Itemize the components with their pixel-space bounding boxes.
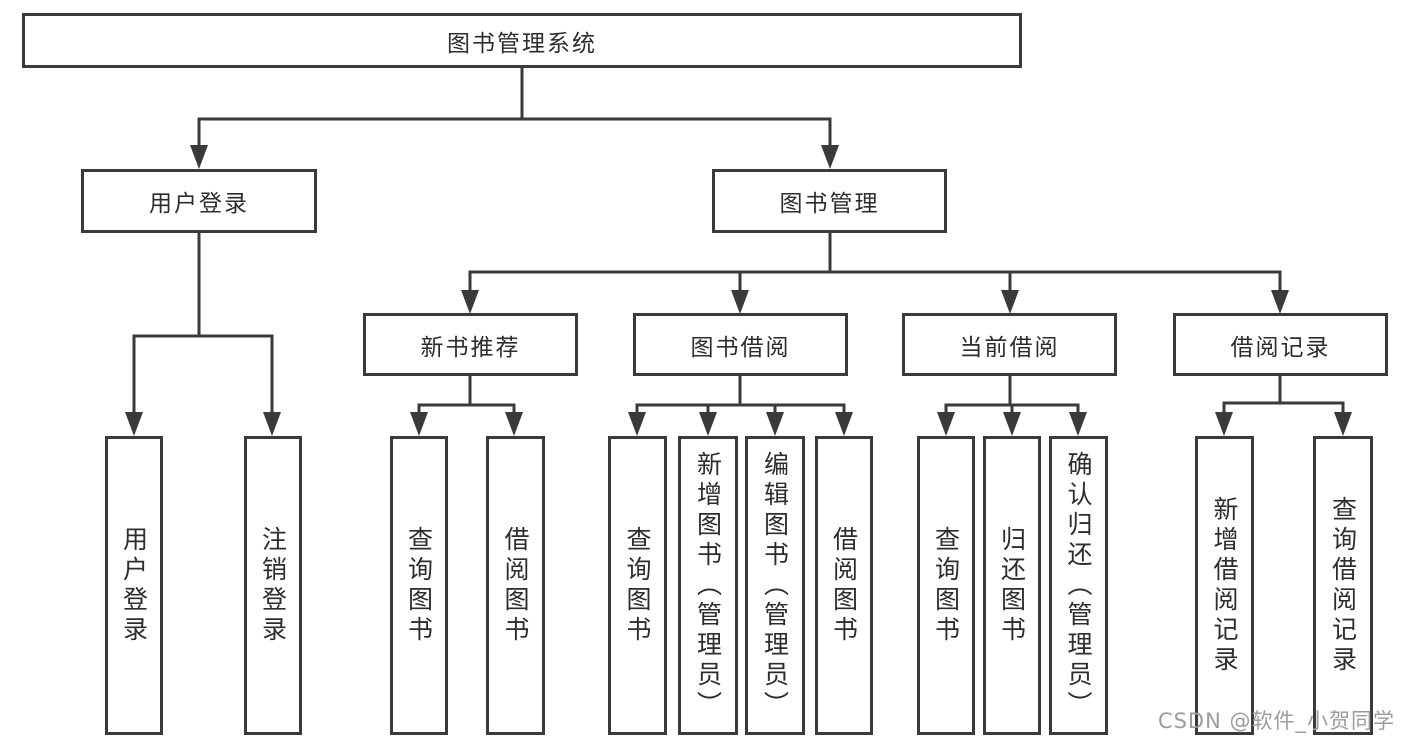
node-new-book-recommendation-label: 新书推荐 (420, 334, 521, 361)
node-user-login: 用户登录 (81, 169, 317, 233)
node-current-borrowing: 当前借阅 (902, 313, 1117, 376)
node-system-root: 图书管理系统 (22, 13, 1022, 68)
leaf-logout-label: 注销登录 (258, 525, 288, 646)
leaf-recommend-query-books-label: 查询图书 (404, 525, 434, 646)
node-system-root-label: 图书管理系统 (447, 30, 597, 57)
node-borrowing-records: 借阅记录 (1173, 313, 1388, 376)
leaf-user-login: 用户登录 (105, 436, 163, 735)
node-book-management: 图书管理 (712, 169, 947, 233)
leaf-records-query-borrow-record: 查询借阅记录 (1313, 436, 1373, 735)
leaf-borrow-add-books-admin: 新增图书（管理员） (678, 436, 738, 735)
leaf-records-add-borrow-record: 新增借阅记录 (1195, 436, 1254, 735)
node-current-borrowing-label: 当前借阅 (959, 334, 1060, 361)
leaf-user-login-label: 用户登录 (119, 525, 149, 646)
leaf-borrow-edit-books-admin: 编辑图书（管理员） (745, 436, 805, 735)
leaf-current-query-books-label: 查询图书 (931, 525, 961, 646)
leaf-current-return-books-label: 归还图书 (997, 525, 1027, 646)
arrowheads (125, 145, 1352, 436)
leaf-borrow-borrow-books-label: 借阅图书 (829, 525, 859, 646)
leaf-logout: 注销登录 (244, 436, 302, 735)
node-user-login-label: 用户登录 (149, 191, 249, 217)
leaf-borrow-edit-books-admin-label: 编辑图书（管理员） (760, 450, 790, 721)
leaf-current-return-books: 归还图书 (983, 436, 1041, 735)
leaf-recommend-borrow-books-label: 借阅图书 (501, 525, 530, 646)
node-borrowing-records-label: 借阅记录 (1230, 334, 1331, 361)
leaf-current-query-books: 查询图书 (917, 436, 975, 735)
node-book-management-label: 图书管理 (779, 191, 880, 217)
node-new-book-recommendation: 新书推荐 (363, 313, 578, 376)
leaf-records-add-borrow-record-label: 新增借阅记录 (1210, 495, 1239, 676)
node-book-borrowing: 图书借阅 (633, 313, 848, 376)
csdn-watermark: CSDN @软件_小贺同学 (1157, 709, 1395, 733)
leaf-recommend-query-books: 查询图书 (390, 436, 448, 735)
leaf-current-confirm-return-admin-label: 确认归还（管理员） (1064, 450, 1093, 721)
leaf-records-query-borrow-record-label: 查询借阅记录 (1328, 495, 1358, 676)
leaf-recommend-borrow-books: 借阅图书 (486, 436, 545, 735)
leaf-borrow-borrow-books: 借阅图书 (815, 436, 873, 735)
leaf-borrow-query-books-label: 查询图书 (623, 525, 652, 646)
leaf-borrow-add-books-admin-label: 新增图书（管理员） (693, 450, 723, 721)
node-book-borrowing-label: 图书借阅 (690, 334, 791, 361)
leaf-current-confirm-return-admin: 确认归还（管理员） (1049, 436, 1108, 735)
leaf-borrow-query-books: 查询图书 (608, 436, 667, 735)
